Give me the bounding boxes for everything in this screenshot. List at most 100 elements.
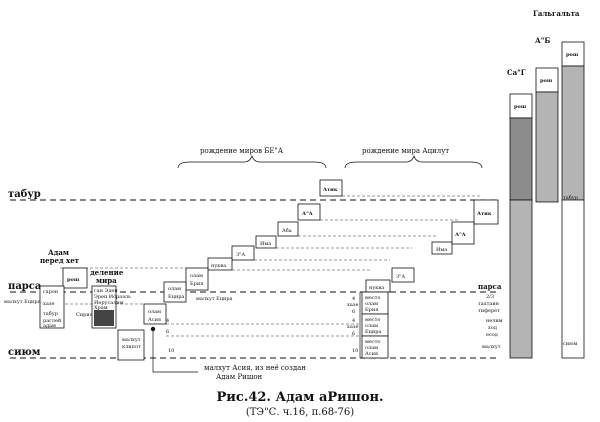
- olam-asia-label-2: Асия: [148, 317, 161, 323]
- num-4d: 4: [352, 318, 355, 324]
- hod-label: ход: [488, 325, 497, 331]
- olam-asia-box: [143, 303, 167, 325]
- nukva-label-2: нуква: [369, 285, 384, 291]
- tiferet-label: тиферет: [478, 307, 500, 314]
- callout-line: [152, 329, 198, 373]
- haze-mid: хазе: [347, 302, 359, 308]
- malhut-clipot-box: [117, 329, 145, 361]
- malhut-yetzira-mid: малхут Ецира: [196, 296, 233, 302]
- tahtain-label: тахтаин: [478, 301, 500, 307]
- olam-bria-label-2: Брия: [190, 281, 203, 287]
- num-10b: 10: [352, 348, 358, 354]
- caption-title: Рис.42. Адам аРишон.: [216, 390, 383, 405]
- num-10a: 10: [168, 348, 174, 354]
- mesto-bria-3: Брия: [365, 307, 378, 313]
- div-label-4: Храм: [94, 305, 108, 311]
- aa-label-1: А"А: [302, 211, 314, 217]
- ima-box-1: [255, 235, 277, 249]
- mesto-bria-1: место: [365, 295, 380, 301]
- olam-asia-label-1: олам: [148, 309, 161, 315]
- division-dark-region: [94, 310, 114, 326]
- olam-bria-label-1: олам: [190, 273, 203, 279]
- malhut-right-label: малхут: [482, 344, 501, 350]
- nukva-box-1: [207, 257, 233, 271]
- aba-label-1: Аба: [282, 227, 292, 234]
- ima-label-2: Има: [436, 247, 447, 253]
- adam-rosh-label: рош: [67, 277, 80, 283]
- brace-atzilut: [344, 154, 483, 169]
- yesod-label: есод: [486, 332, 498, 338]
- sag-toch: [509, 117, 533, 201]
- mesto-yetzira-2: олам: [365, 323, 378, 329]
- galgalta-siyum-label: сиюм: [563, 341, 577, 347]
- ab-toch: [535, 91, 559, 203]
- atik-label-1: Атик: [323, 187, 338, 193]
- malhut-clipot-label-1: малхут: [122, 337, 141, 343]
- siyum-label: сиюм: [8, 347, 41, 358]
- num-4c: 4: [352, 296, 355, 302]
- callout-line-2: Адам Ришон: [216, 373, 263, 381]
- ab-rosh-label: рош: [540, 78, 553, 84]
- nukva-label-1: нуква: [211, 263, 226, 269]
- parsa-label: парса: [8, 281, 42, 292]
- raglei-label-1: раглей: [43, 318, 62, 324]
- garon-label: гарон: [43, 289, 59, 295]
- num-4a: 4: [166, 318, 169, 324]
- sag-sof: [509, 199, 533, 359]
- num-6a: 6: [166, 329, 169, 335]
- adam-body-box: [39, 285, 65, 329]
- galgalta-rosh-label: рош: [566, 52, 579, 58]
- za-label-1: З"А: [236, 252, 245, 258]
- birth-bya-heading: рождение миров БЕ"А: [200, 147, 284, 155]
- adam-heading-1: Адам: [48, 248, 69, 257]
- za-label-2: З"А: [396, 274, 405, 280]
- parsa-right-label: парса: [478, 282, 502, 291]
- birth-atzilut-heading: рождение мира Ацилут: [362, 147, 449, 155]
- tabur-small-label: табур: [43, 310, 58, 317]
- olam-bria-box: [185, 267, 209, 291]
- malhut-clipot-label-2: клипот: [122, 344, 141, 350]
- za-box-1: [231, 245, 255, 261]
- adam-rosh-box: [62, 267, 88, 289]
- mesto-bria-2: олам: [365, 301, 378, 307]
- ab-heading: А"Б: [535, 36, 550, 45]
- galgalta-toch: [561, 65, 585, 201]
- ima-box-2: [431, 241, 453, 255]
- caption-source: (ТЭ"С. ч.16, п.68-76): [246, 407, 354, 418]
- mesto-asia-1: место: [365, 339, 380, 345]
- div-label-1: ган Эден: [94, 288, 118, 294]
- division-heading-2: мира: [96, 276, 117, 285]
- haze-mid-2: хазе: [347, 324, 359, 330]
- adam-heading-2: перед хет: [40, 256, 80, 265]
- atik-box-1: [319, 179, 343, 197]
- num-6c: 6: [352, 309, 355, 315]
- div-label-3: Иерусалим: [94, 300, 124, 306]
- mesto-yetzira-3: Ецира: [365, 329, 381, 335]
- mesto-yetzira-1: место: [365, 317, 380, 323]
- aba-box-1: [277, 221, 299, 237]
- mesto-asia-2: олам: [365, 345, 378, 351]
- two-thirds-label: 2/3: [486, 294, 494, 300]
- ima-label-1: Има: [260, 241, 271, 247]
- olam-yetzira-label-1: олам: [168, 286, 181, 292]
- olam-yetzira-label-2: Ецира: [168, 294, 184, 300]
- nelaim-label: нелим: [486, 318, 503, 324]
- sag-heading: Са"Г: [507, 68, 526, 77]
- mesto-asia-3: Асия: [365, 351, 378, 357]
- haze-label: хазе: [43, 301, 55, 307]
- tabur-label: табур: [8, 189, 41, 200]
- malhut-yetzira-left: малхут Ецира: [4, 299, 41, 305]
- za-box-2: [391, 267, 415, 283]
- aa-label-2: А"А: [455, 232, 467, 238]
- aa-box-2: [451, 221, 475, 245]
- galgalta-tabur-label: табур: [563, 194, 578, 201]
- galgalta-sof: [561, 199, 585, 359]
- atik-box-2: [473, 199, 499, 225]
- mesto-asia-box: [361, 335, 389, 359]
- div-label-2: Эрец Исраэль: [94, 294, 131, 300]
- brace-bya: [177, 154, 327, 169]
- olam-yetzira-box: [163, 281, 187, 303]
- aa-box-1: [297, 203, 321, 221]
- raglei-label-2: адам: [43, 323, 56, 329]
- div-label-5: Сирия: [76, 312, 93, 318]
